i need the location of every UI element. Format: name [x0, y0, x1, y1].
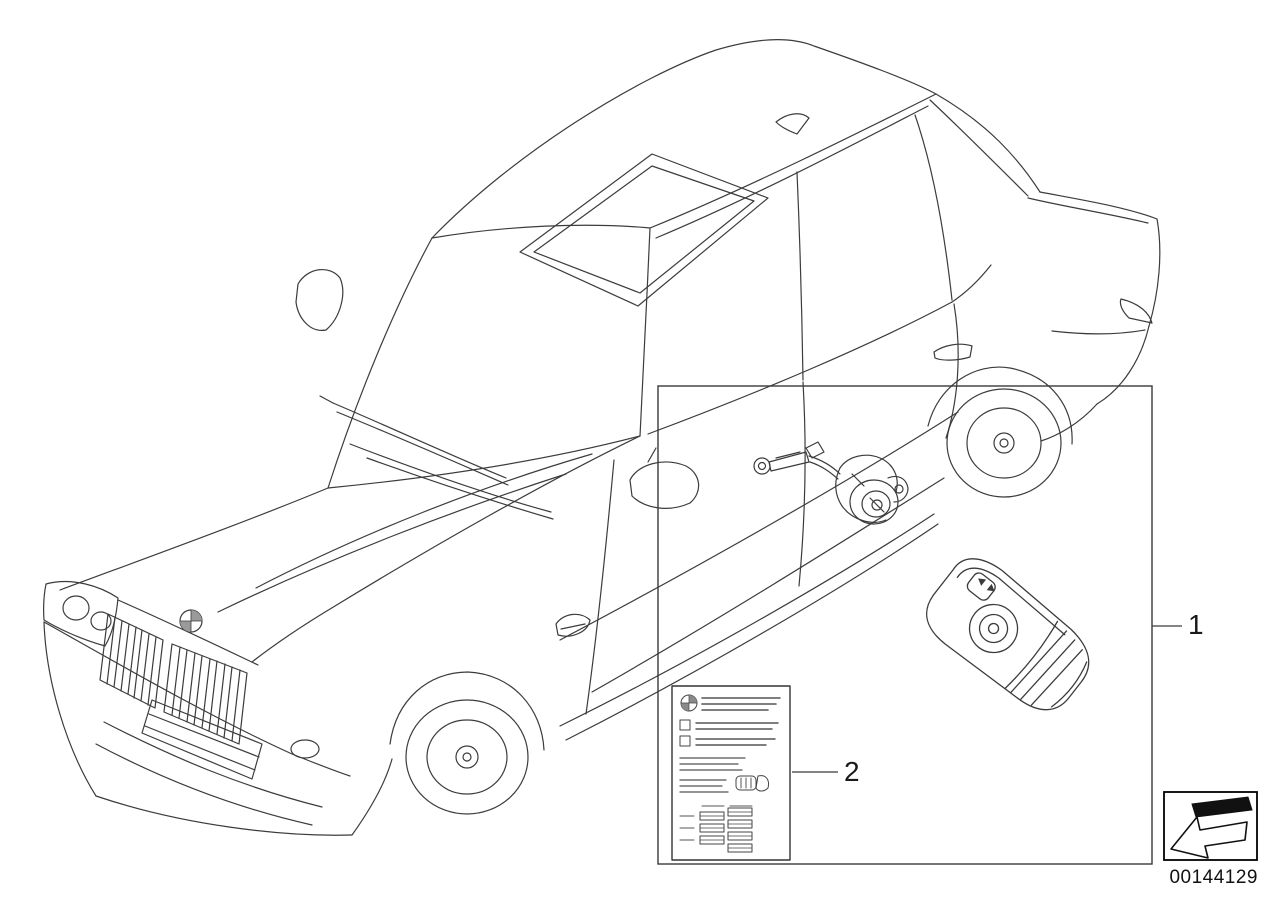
direction-arrow-icon: [1163, 791, 1258, 861]
instruction-label: [671, 685, 791, 861]
car-illustration: [43, 39, 1161, 836]
image-number: 00144129: [1169, 867, 1258, 888]
key-pictogram-icon: [735, 775, 769, 792]
code-table-left: [699, 811, 725, 845]
callout-number-2[interactable]: 2: [844, 756, 860, 787]
callout-box-item-1: [657, 385, 1153, 865]
bmw-roundel-icon: [680, 694, 698, 712]
door-lock-cylinder: [753, 441, 909, 525]
code-table-right: [727, 807, 753, 853]
callout-number-1[interactable]: 1: [1188, 609, 1204, 640]
bmw-roundel-hood-icon: [179, 609, 203, 633]
remote-key: [926, 558, 1090, 711]
